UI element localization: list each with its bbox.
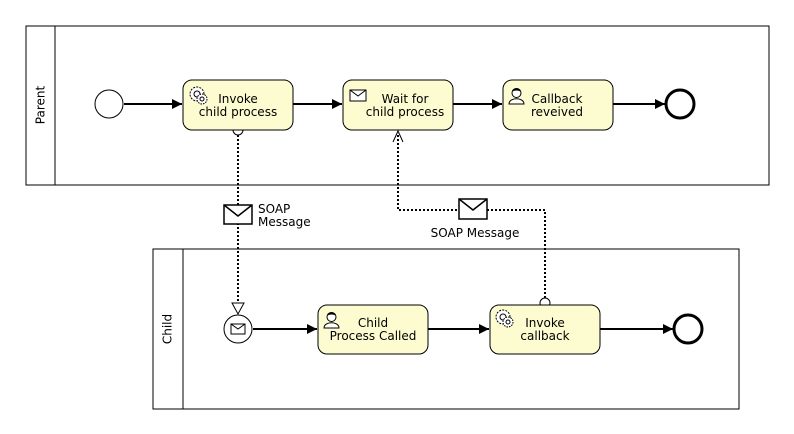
message-flow-label: SOAP Message — [431, 226, 520, 240]
task-label-line1: Callback — [532, 92, 583, 106]
pool-parent-label: Parent — [34, 86, 48, 125]
task-label-line2: child process — [199, 105, 277, 119]
message-flow-target-arrow — [231, 302, 245, 316]
message-flow-to-parent[interactable]: SOAP Message — [392, 129, 551, 309]
task-label-line1: Invoke — [525, 316, 565, 330]
user-icon — [323, 312, 340, 329]
task-label-line2: reveived — [531, 105, 583, 119]
task-invoke-child-process[interactable]: Invoke child process — [182, 79, 294, 131]
end-event[interactable] — [664, 88, 696, 120]
gear-icon — [189, 86, 208, 105]
task-label-line1: Wait for — [382, 92, 429, 106]
task-invoke-callback[interactable]: Invoke callback — [489, 304, 601, 355]
task-label-line1: Invoke — [218, 92, 258, 106]
task-label-line2: Process Called — [330, 329, 417, 343]
task-label-line1: Child — [358, 316, 388, 330]
envelope-icon — [349, 89, 367, 102]
task-label-line2: callback — [520, 329, 569, 343]
message-flow-label-line1: SOAP — [258, 202, 290, 216]
envelope-icon — [230, 323, 246, 335]
pool-child-label: Child — [161, 314, 175, 344]
task-child-process-called[interactable]: Child Process Called — [317, 304, 429, 355]
user-icon — [508, 88, 525, 105]
start-event[interactable] — [94, 89, 124, 119]
task-wait-for-child-process[interactable]: Wait for child process — [342, 79, 454, 131]
end-event[interactable] — [672, 313, 704, 345]
message-flow-target-arrow — [392, 129, 404, 143]
task-label-line2: child process — [366, 105, 444, 119]
message-flow-label-line2: Message — [258, 215, 311, 229]
message-start-event[interactable] — [223, 314, 253, 344]
gear-icon — [495, 309, 514, 328]
task-callback-received[interactable]: Callback reveived — [502, 79, 614, 131]
